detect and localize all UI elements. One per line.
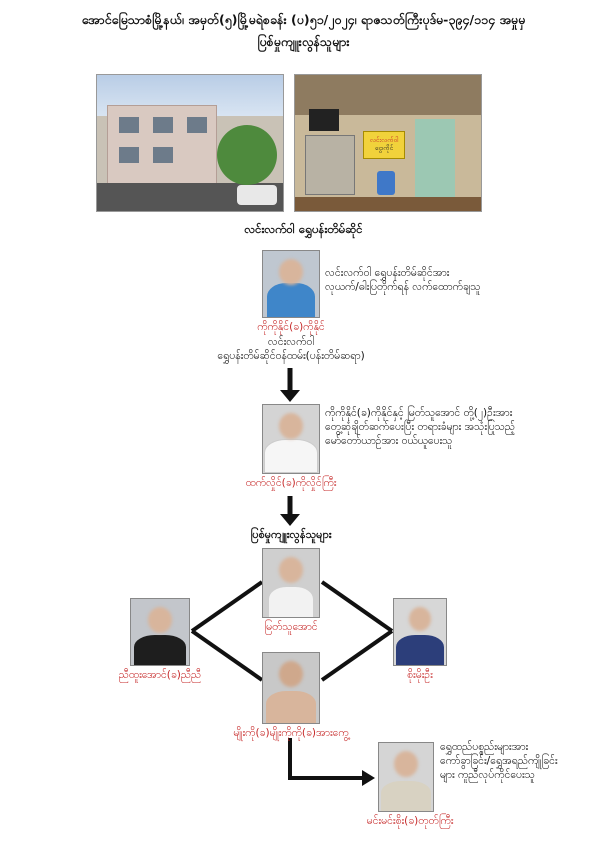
arrow-to-fence xyxy=(288,738,364,780)
edge-top-left xyxy=(190,580,264,633)
informant-role-2: ရွှေပန်းတိမ်ဆိုင်ဝန်ထမ်း(ပန်းတိမ်ဆရာ) xyxy=(217,350,365,363)
fence-description: ရွှေထည်ပစ္စည်းများအား ကော်ခွာခြင်း/ရွှေအ… xyxy=(440,740,558,783)
middleman-desc-3: မော်တော်ယာဉ်အား ဝယ်ယူပေးသူ xyxy=(325,435,453,448)
middleman-desc-2: တွေ့ဆုံချိတ်ဆက်ပေးပြီး တရားခံများ အသုံးပ… xyxy=(325,421,516,434)
page-subtitle: ပြစ်မှုကျူးလွန်သူများ xyxy=(257,34,350,49)
middleman-description: ကိုကိုနိုင်(ခ)ကိုနိုင်နှင့် မြတ်သူအောင် … xyxy=(325,406,515,449)
perpetrator-left-name: ညီထူးအောင်(ခ)ညီညီ xyxy=(118,669,202,681)
perpetrator-top-photo xyxy=(262,548,320,618)
informant-desc-1: လင်းလက်ဝါ ရွှေပန်းတိမ်ဆိုင်အား xyxy=(325,267,450,279)
shop-sign: လင်းလက်ဝါ ငွေ၊ကိုင် xyxy=(363,131,405,159)
middleman-photo xyxy=(262,404,320,474)
fence-desc-3: များ ကူညီလုပ်ကိုင်ပေးသူ xyxy=(440,769,535,782)
shop-exterior-photo xyxy=(96,74,284,212)
edge-left-bottom xyxy=(190,629,264,682)
shop-interior-photo: လင်းလက်ဝါ ငွေ၊ကိုင် xyxy=(294,74,482,212)
fence-desc-1: ရွှေထည်ပစ္စည်းများအား xyxy=(440,741,529,753)
informant-name: ကိုကိုနိုင်(ခ)ကိုနိုင် xyxy=(257,321,325,333)
perpetrator-right-name: စိုးမိုးဦး xyxy=(407,669,433,681)
arrow-head-2 xyxy=(280,514,300,526)
informant-role-1: လင်းလက်ဝါ xyxy=(267,336,315,348)
perpetrator-right-photo xyxy=(393,598,447,666)
shop-caption: လင်းလက်ဝါ ရွှေပန်းတိမ်ဆိုင် xyxy=(244,222,363,236)
perpetrator-bottom-name: မျိုးကို(ခ)မျိုးကိုကို(ခ)အားကွေ့ xyxy=(233,727,349,739)
informant-photo xyxy=(262,250,320,318)
shop-sign-line1: လင်းလက်ဝါ xyxy=(369,136,399,144)
arrow-head-3 xyxy=(362,770,375,786)
middleman-name: ထက်လှိုင်(ခ)ကိုလှိုင်ကြီး xyxy=(245,477,337,489)
perpetrator-left-photo xyxy=(130,598,190,666)
edge-right-bottom xyxy=(320,629,394,682)
fence-name: မင်းမင်းစိုး(ခ)တုတ်ကြီး xyxy=(366,815,454,827)
informant-role: လင်းလက်ဝါ ရွှေပန်းတိမ်ဆိုင်ဝန်ထမ်း(ပန်းတ… xyxy=(190,335,392,363)
perpetrator-bottom-photo xyxy=(262,652,320,724)
fence-desc-2: ကော်ခွာခြင်း/ရွှေအရည်ကျိုခြင်း xyxy=(440,755,558,768)
arrow-head-1 xyxy=(280,390,300,402)
middleman-desc-1: ကိုကိုနိုင်(ခ)ကိုနိုင်နှင့် မြတ်သူအောင် … xyxy=(325,407,513,419)
shop-sign-line2: ငွေ၊ကိုင် xyxy=(374,143,394,152)
perpetrator-top-name: မြတ်သူအောင် xyxy=(264,621,318,633)
page-title: အောင်မြေသာစံမြို့နယ်၊ အမှတ်(၅)မြို့မရဲစခ… xyxy=(81,12,526,27)
fence-photo xyxy=(378,742,434,812)
informant-desc-2: လုယက်/ဓါးပြတိုက်ရန် လက်ထောက်ချသူ xyxy=(325,281,481,294)
informant-description: လင်းလက်ဝါ ရွှေပန်းတိမ်ဆိုင်အား လုယက်/ဓါး… xyxy=(325,266,481,294)
edge-top-right xyxy=(320,580,394,633)
perpetrators-label: ပြစ်မှုကျူးလွန်သူများ xyxy=(250,528,332,541)
